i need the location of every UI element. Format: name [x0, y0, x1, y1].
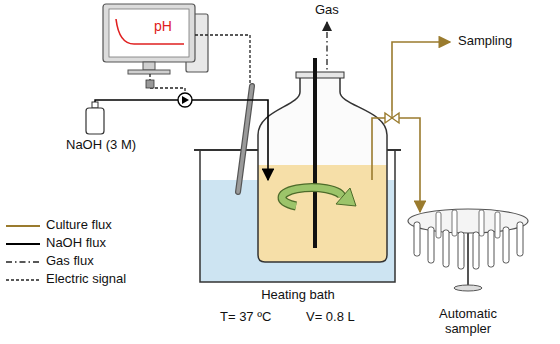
- ph-probe: [238, 86, 252, 192]
- node-text: V= 0.8 L: [306, 310, 355, 325]
- legend-sample: [6, 226, 40, 280]
- stirrer-shaft: [313, 58, 317, 248]
- naoh-bottle: [86, 100, 162, 134]
- signal-line: [195, 35, 250, 84]
- reactor-vessel: [250, 72, 400, 275]
- node-text: Automatic sampler: [428, 307, 508, 337]
- legend-text: Gas flux: [46, 254, 94, 269]
- computer: [103, 4, 208, 74]
- node-text: pH: [154, 18, 172, 34]
- naoh-reservoir: NaOH (3 M): [62, 92, 162, 152]
- legend-text: Culture flux: [46, 218, 112, 233]
- sampler-symbol: [408, 209, 528, 291]
- heating-bath: Heating bath T= 37 ºC V= 0.8 L: [198, 180, 398, 330]
- label: Sampling: [458, 34, 512, 49]
- monitor-screen: pH: [110, 10, 188, 56]
- legend-text: NaOH flux: [46, 236, 106, 251]
- automatic-sampler: Automatic sampler: [405, 212, 532, 340]
- stirring-arrow: [282, 188, 356, 206]
- pump-symbol: [178, 93, 192, 107]
- node-text: Heating bath: [198, 288, 398, 303]
- node-text: NaOH (3 M): [66, 138, 136, 153]
- plug-symbol: [146, 80, 154, 88]
- naoh-flux-line: [162, 100, 268, 180]
- ph-probe: [238, 86, 252, 192]
- sampling-line: [392, 42, 450, 111]
- label: Gas: [315, 3, 339, 18]
- node-text: T= 37 ºC: [220, 310, 271, 325]
- signal-line: [150, 74, 185, 93]
- culture-flux-line: [372, 118, 420, 212]
- legend-text: Electric signal: [46, 272, 126, 287]
- valve-symbol: [385, 111, 399, 123]
